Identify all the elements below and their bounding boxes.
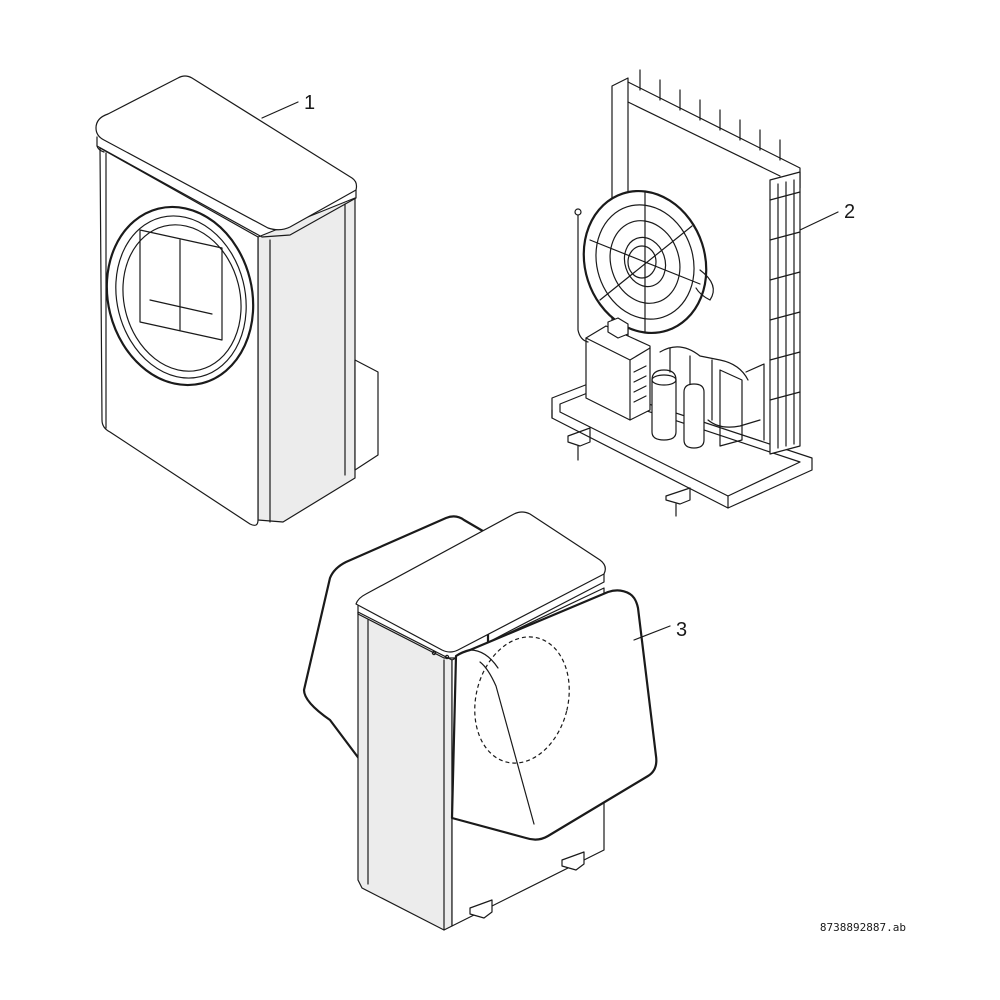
document-number: 8738892887.ab bbox=[820, 921, 906, 934]
internal-assembly bbox=[551, 69, 839, 517]
callout-2: 2 bbox=[844, 201, 855, 223]
callout-1: 1 bbox=[304, 92, 315, 114]
outer-casing-assembly bbox=[95, 75, 379, 526]
outdoor-unit-with-shroud bbox=[302, 511, 671, 931]
callout-3: 3 bbox=[676, 619, 687, 641]
